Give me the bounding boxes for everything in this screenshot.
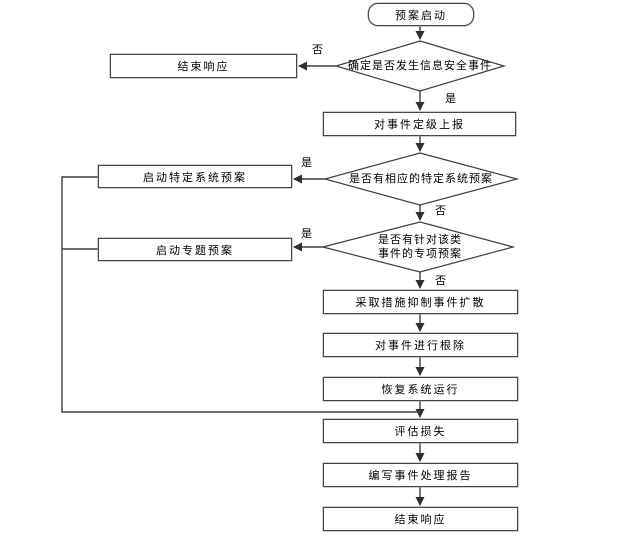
decision-incident-label: 确定是否发生信息安全事件	[348, 59, 492, 72]
edge-label-no-incident: 否	[312, 43, 323, 56]
node-end-response-bottom-label: 结束响应	[394, 513, 447, 526]
edge-label-no-special: 否	[435, 274, 446, 287]
node-grade-and-report-label: 对事件定级上报	[374, 118, 465, 131]
decision-special-plan-text: 是否有针对该类 事件的专项预案	[333, 233, 507, 261]
node-start-label: 预案启动	[395, 8, 447, 22]
edge-label-no-specific: 否	[435, 204, 446, 217]
node-end-response-top: 结束响应	[110, 54, 297, 78]
node-launch-specific-system-plan-label: 启动特定系统预案	[143, 170, 247, 184]
node-start: 预案启动	[368, 3, 474, 26]
node-restore-system: 恢复系统运行	[323, 377, 518, 401]
decision-specific-plan-text: 是否有相应的特定系统预案	[325, 168, 517, 190]
node-grade-and-report: 对事件定级上报	[323, 112, 516, 136]
node-end-response-bottom: 结束响应	[323, 507, 518, 531]
edge-label-yes-special: 是	[301, 227, 312, 240]
decision-special-plan-label-line1: 是否有针对该类	[378, 233, 462, 246]
node-launch-special-plan-label: 启动专题预案	[156, 243, 234, 257]
node-eradicate-event: 对事件进行根除	[323, 333, 518, 357]
node-suppress-spread-label: 采取措施抑制事件扩散	[355, 296, 486, 309]
decision-incident-text: 确定是否发生信息安全事件	[336, 55, 504, 77]
decision-special-plan-label-line2: 事件的专项预案	[378, 247, 462, 260]
node-assess-loss: 评估损失	[323, 419, 518, 443]
node-launch-special-plan: 启动专题预案	[98, 238, 292, 261]
edge-label-yes-specific: 是	[301, 156, 312, 169]
node-restore-system-label: 恢复系统运行	[381, 383, 460, 396]
node-write-report: 编写事件处理报告	[323, 463, 518, 487]
node-launch-specific-system-plan: 启动特定系统预案	[98, 165, 292, 188]
node-write-report-label: 编写事件处理报告	[368, 469, 473, 482]
connector-specific-plan-return	[61, 176, 420, 413]
node-end-response-top-label: 结束响应	[177, 60, 230, 73]
node-assess-loss-label: 评估损失	[394, 425, 447, 438]
node-suppress-spread: 采取措施抑制事件扩散	[323, 290, 518, 314]
node-eradicate-event-label: 对事件进行根除	[375, 339, 466, 352]
decision-specific-plan-label: 是否有相应的特定系统预案	[349, 172, 493, 185]
edge-label-yes-incident: 是	[445, 92, 456, 105]
